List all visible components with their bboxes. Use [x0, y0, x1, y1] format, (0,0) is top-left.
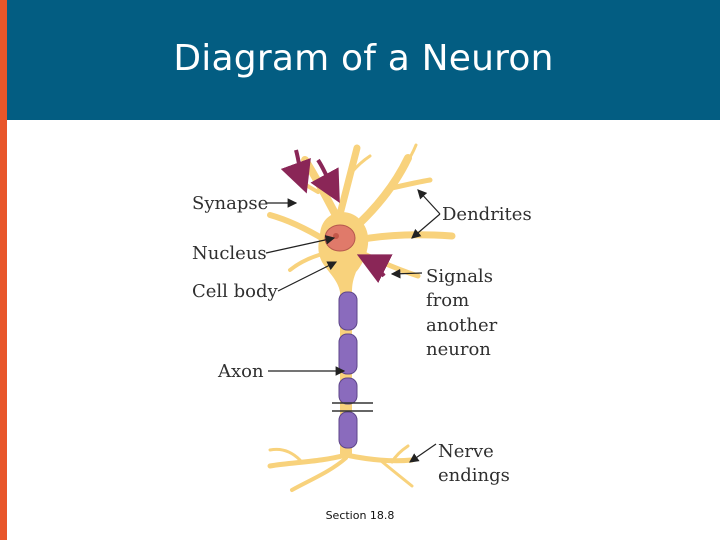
nucleus	[324, 224, 356, 252]
label-signals-line-2: from	[426, 290, 469, 311]
cell-body	[318, 212, 369, 292]
axon	[332, 288, 373, 458]
label-signals-line-1: Signals	[426, 266, 493, 287]
label-axon: Axon	[217, 361, 264, 382]
signal-arrows	[280, 149, 393, 284]
label-pointers	[265, 189, 441, 463]
nerve-endings	[267, 444, 415, 492]
label-dendrites: Dendrites	[442, 204, 532, 225]
label-nerve-endings-line-1: Nerve	[438, 441, 494, 462]
label-synapse: Synapse	[192, 193, 268, 214]
label-signals-line-4: neuron	[426, 339, 491, 360]
slide-title: Diagram of a Neuron	[173, 38, 554, 79]
left-accent-bar	[0, 0, 7, 540]
label-nerve-endings-line-2: endings	[438, 465, 510, 486]
neuron-diagram: Synapse Nucleus Cell body Axon Dendrites…	[192, 143, 532, 492]
label-nucleus: Nucleus	[192, 243, 267, 264]
title-bar	[7, 0, 720, 120]
section-footer: Section 18.8	[325, 509, 395, 522]
label-cell-body: Cell body	[192, 281, 279, 302]
label-signals-line-3: another	[426, 315, 498, 336]
